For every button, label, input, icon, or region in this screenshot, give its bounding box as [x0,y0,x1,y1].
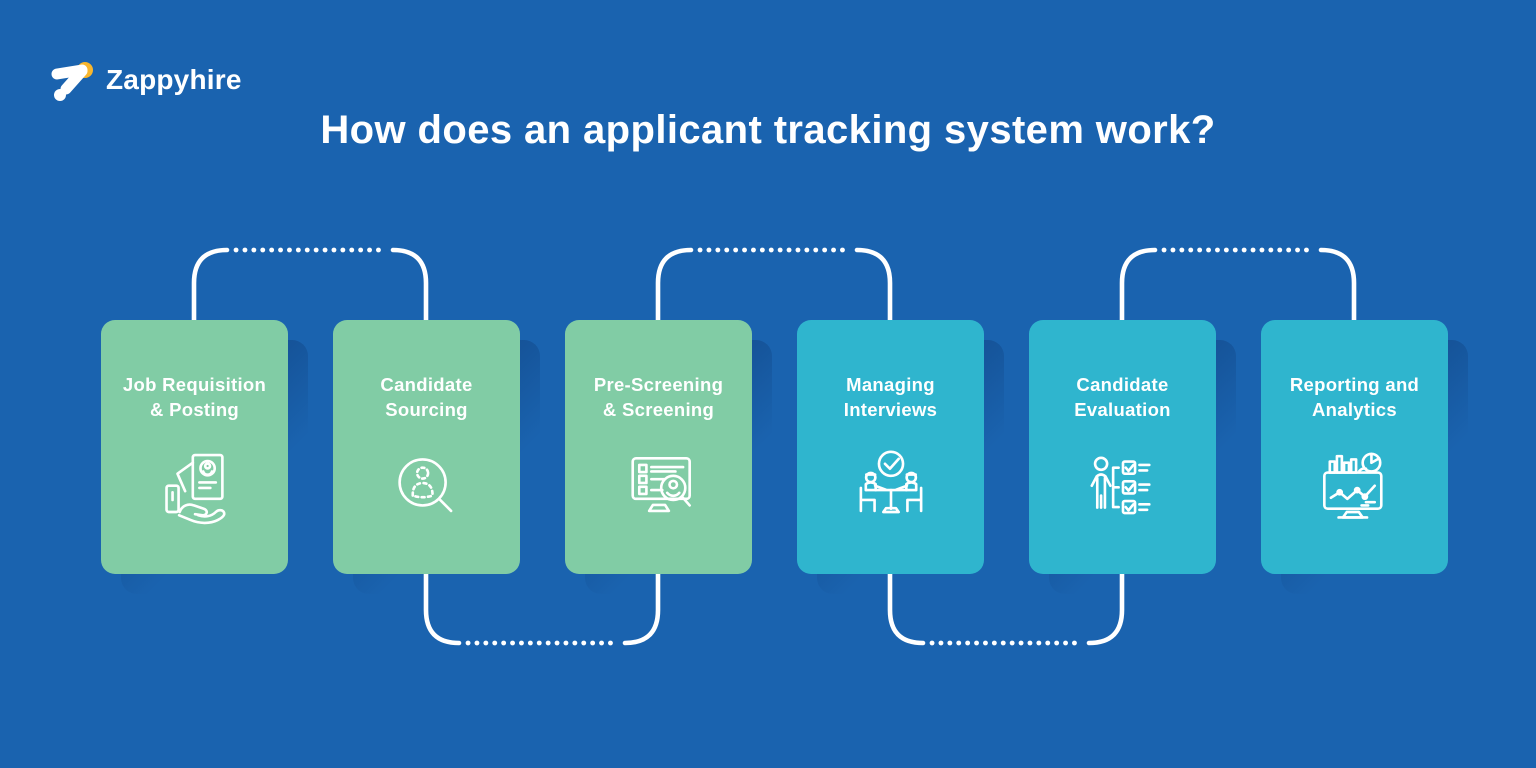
card-managing-interviews: Managing Interviews [797,320,1004,594]
interview-table-icon [845,444,937,534]
card-title-line: Interviews [843,399,938,420]
analytics-monitor-icon [1309,444,1401,534]
zappyhire-logo-icon [51,62,93,101]
card-title: Pre-Screening & Screening [594,372,723,422]
zappyhire-logo-text: Zappyhire [106,64,242,95]
card-candidate-sourcing: Candidate Sourcing [333,320,540,594]
card-pre-screening-screening: Pre-Screening & Screening [565,320,772,594]
card-candidate-evaluation: Candidate Evaluation [1029,320,1236,594]
card-title-line: Candidate [380,374,473,395]
resume-hand-icon [149,444,241,534]
screening-monitor-icon [613,444,705,534]
card-title-line: Evaluation [1074,399,1171,420]
card-title-line: & Screening [602,399,715,420]
card-title-line: Candidate [1076,374,1169,395]
card-job-requisition-posting: Job Requisition & Posting [101,320,308,594]
card-title: Managing Interviews [844,372,938,422]
card-title-line: & Posting [149,399,240,420]
card-title-line: Pre-Screening [593,374,724,395]
page-title: How does an applicant tracking system wo… [320,108,1216,152]
card-title: Job Requisition & Posting [123,372,266,422]
card-title-line: Reporting and [1289,374,1420,395]
card-title: Candidate Evaluation [1074,372,1171,422]
card-reporting-analytics: Reporting and Analytics [1261,320,1468,594]
evaluation-checklist-icon [1077,444,1169,534]
card-title-line: Sourcing [385,399,468,420]
card-title-line: Managing [846,374,935,395]
card-title: Candidate Sourcing [380,372,472,422]
zappyhire-logo: Zappyhire [48,58,242,102]
card-title-line: Analytics [1312,399,1397,420]
card-title-line: Job Requisition [122,374,267,395]
search-candidate-icon [381,444,473,534]
card-title: Reporting and Analytics [1290,372,1419,422]
